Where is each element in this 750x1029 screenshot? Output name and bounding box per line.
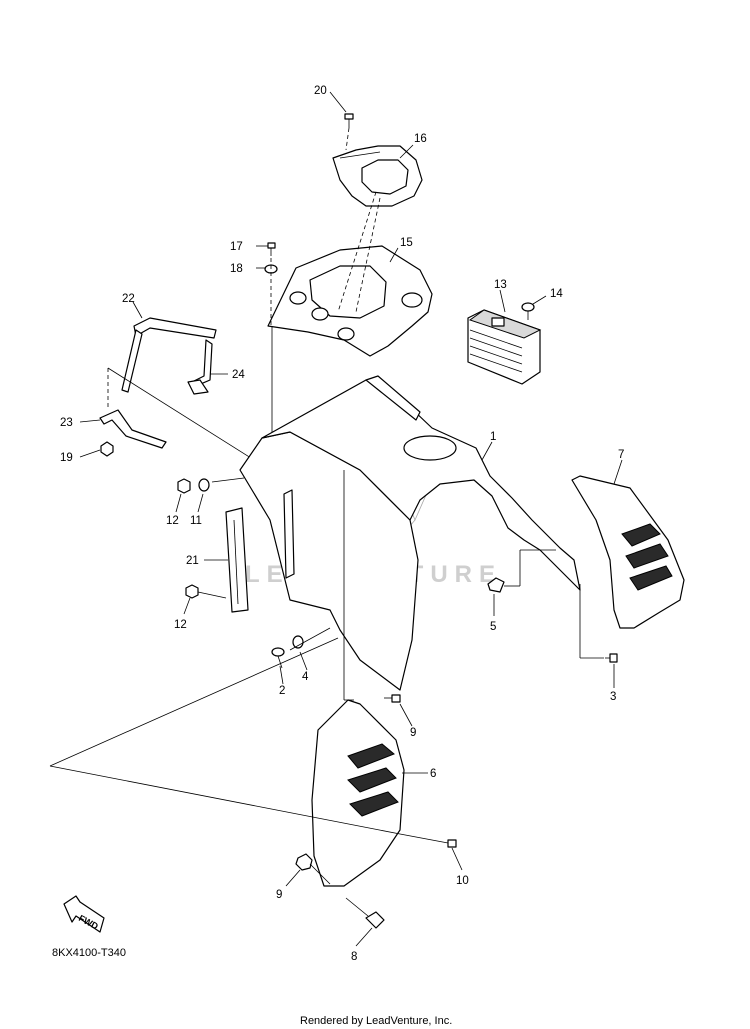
callout-21: 21: [186, 555, 199, 567]
clip-14: [521, 302, 535, 320]
callout-24: 24: [232, 369, 245, 381]
callout-11: 11: [190, 515, 202, 527]
side-cover-6: [311, 699, 405, 887]
nut-19: [100, 441, 114, 457]
callout-3: 3: [610, 691, 616, 703]
callout-22: 22: [122, 293, 135, 305]
callout-12-upper: 12: [166, 515, 179, 527]
nut-9-lower: [295, 853, 313, 871]
footer-credit: Rendered by LeadVenture, Inc.: [300, 1015, 452, 1027]
bracket-22: [121, 317, 217, 393]
nut-12-upper: [177, 478, 191, 494]
nut-12-lower: [185, 584, 199, 599]
stay-24: [187, 339, 213, 395]
relay-13: [467, 309, 542, 385]
washer-4: [292, 635, 304, 649]
callout-16: 16: [414, 133, 427, 145]
callout-4: 4: [302, 671, 309, 683]
callout-23: 23: [60, 417, 73, 429]
diagram-code: 8KX4100-T340: [52, 947, 126, 959]
callout-12-lower: 12: [174, 619, 187, 631]
callout-8: 8: [351, 951, 357, 963]
callout-6: 6: [430, 768, 436, 780]
callout-2: 2: [279, 685, 285, 697]
bolt-20: [344, 113, 354, 128]
callout-15: 15: [400, 237, 413, 249]
fwd-arrow-icon: FWD: [63, 895, 105, 933]
callout-19: 19: [60, 452, 73, 464]
front-panel-1: [239, 375, 581, 691]
screw-2: [271, 647, 285, 669]
washer-11: [198, 478, 210, 492]
callout-20: 20: [314, 85, 327, 97]
screw-10: [399, 833, 457, 848]
callout-9-upper: 9: [410, 727, 416, 739]
callout-18: 18: [230, 263, 243, 275]
screw-17: [267, 242, 276, 256]
callout-13: 13: [494, 279, 507, 291]
bracket-23: [99, 409, 167, 449]
screw-9-upper: [384, 694, 401, 703]
callout-10: 10: [456, 875, 469, 887]
callout-14: 14: [550, 288, 563, 300]
meter-panel-15: [267, 245, 433, 357]
bolt-8: [345, 897, 385, 929]
meter-cover-16: [332, 145, 423, 207]
callout-17: 17: [230, 241, 243, 253]
screw-3: [605, 653, 618, 663]
callout-5: 5: [490, 621, 496, 633]
callout-1: 1: [490, 431, 496, 443]
callout-7: 7: [618, 449, 624, 461]
side-cover-7: [571, 475, 685, 629]
plate-21: [225, 507, 249, 613]
clip-5: [487, 577, 505, 593]
callout-9-lower: 9: [276, 889, 282, 901]
